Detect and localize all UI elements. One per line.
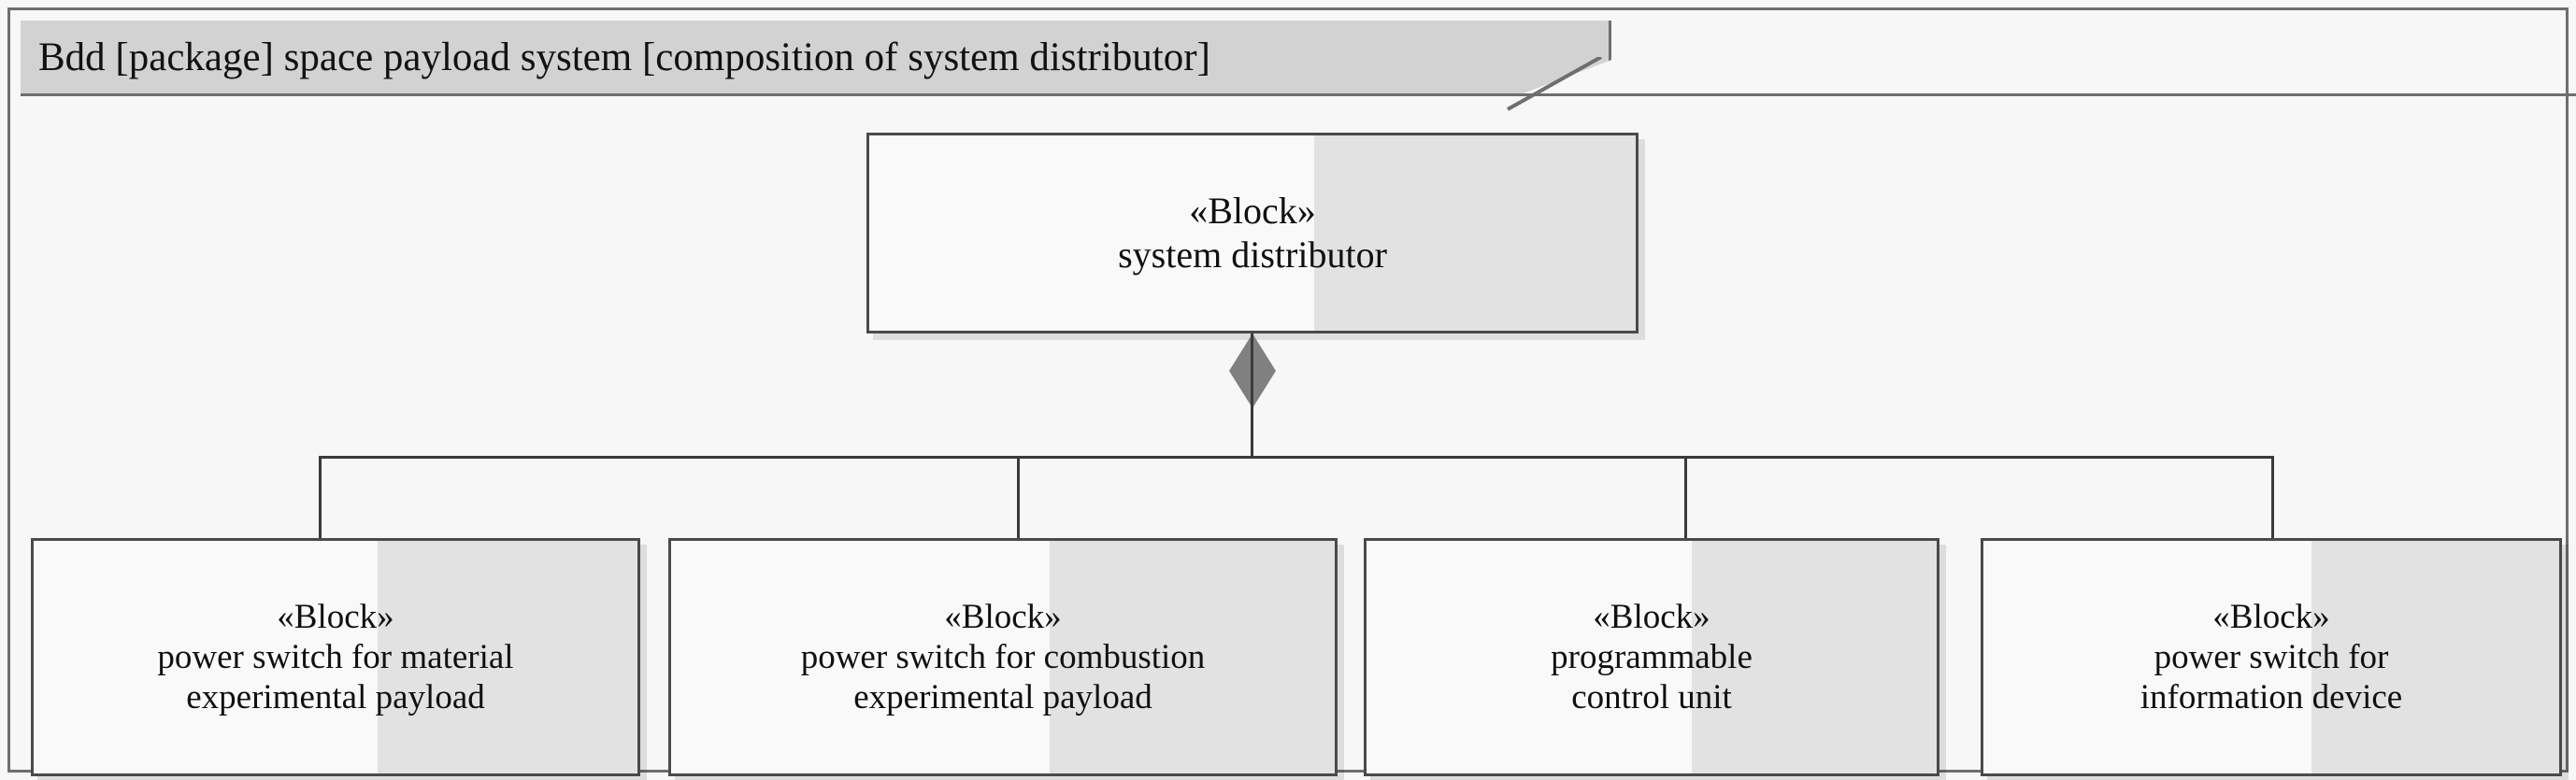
block-name-label: system distributor xyxy=(1118,233,1387,276)
diagram-title: Bdd [package] space payload system [comp… xyxy=(38,35,1210,79)
diagram-frame: Bdd [package] space payload system [comp… xyxy=(7,7,2576,776)
connector-drop-leaf-1 xyxy=(1017,456,1020,540)
block-stereotype-label: «Block» xyxy=(277,597,394,636)
diagram-header-tab xyxy=(21,21,1611,96)
block-power-switch-material-experimental-payload[interactable]: «Block» power switch for material experi… xyxy=(31,538,640,776)
block-name-line-1: power switch for xyxy=(2154,637,2389,676)
block-system-distributor[interactable]: «Block» system distributor xyxy=(866,133,1639,333)
connector-horizontal-bus xyxy=(319,456,2274,459)
block-name-line-2: control unit xyxy=(1571,678,1732,717)
connector-stem xyxy=(1251,333,1253,457)
block-name-line-2: information device xyxy=(2140,678,2403,717)
block-power-switch-combustion-experimental-payload[interactable]: «Block» power switch for combustion expe… xyxy=(668,538,1338,776)
block-stereotype-label: «Block» xyxy=(1593,597,1710,636)
block-name-line-1: power switch for material xyxy=(157,637,514,676)
connector-drop-leaf-2 xyxy=(1684,456,1687,540)
header-separator-rule xyxy=(21,93,2576,96)
connector-drop-leaf-3 xyxy=(2271,456,2274,540)
block-power-switch-information-device[interactable]: «Block» power switch for information dev… xyxy=(1981,538,2562,776)
block-stereotype-label: «Block» xyxy=(2212,597,2330,636)
block-name-line-1: programmable xyxy=(1551,637,1753,676)
block-name-line-2: experimental payload xyxy=(186,678,485,717)
block-stereotype-label: «Block» xyxy=(1189,189,1316,232)
block-name-line-1: power switch for combustion xyxy=(800,637,1206,676)
block-name-line-2: experimental payload xyxy=(853,678,1152,717)
block-stereotype-label: «Block» xyxy=(944,597,1062,636)
block-programmable-control-unit[interactable]: «Block» programmable control unit xyxy=(1364,538,1939,776)
connector-drop-leaf-0 xyxy=(319,456,322,540)
